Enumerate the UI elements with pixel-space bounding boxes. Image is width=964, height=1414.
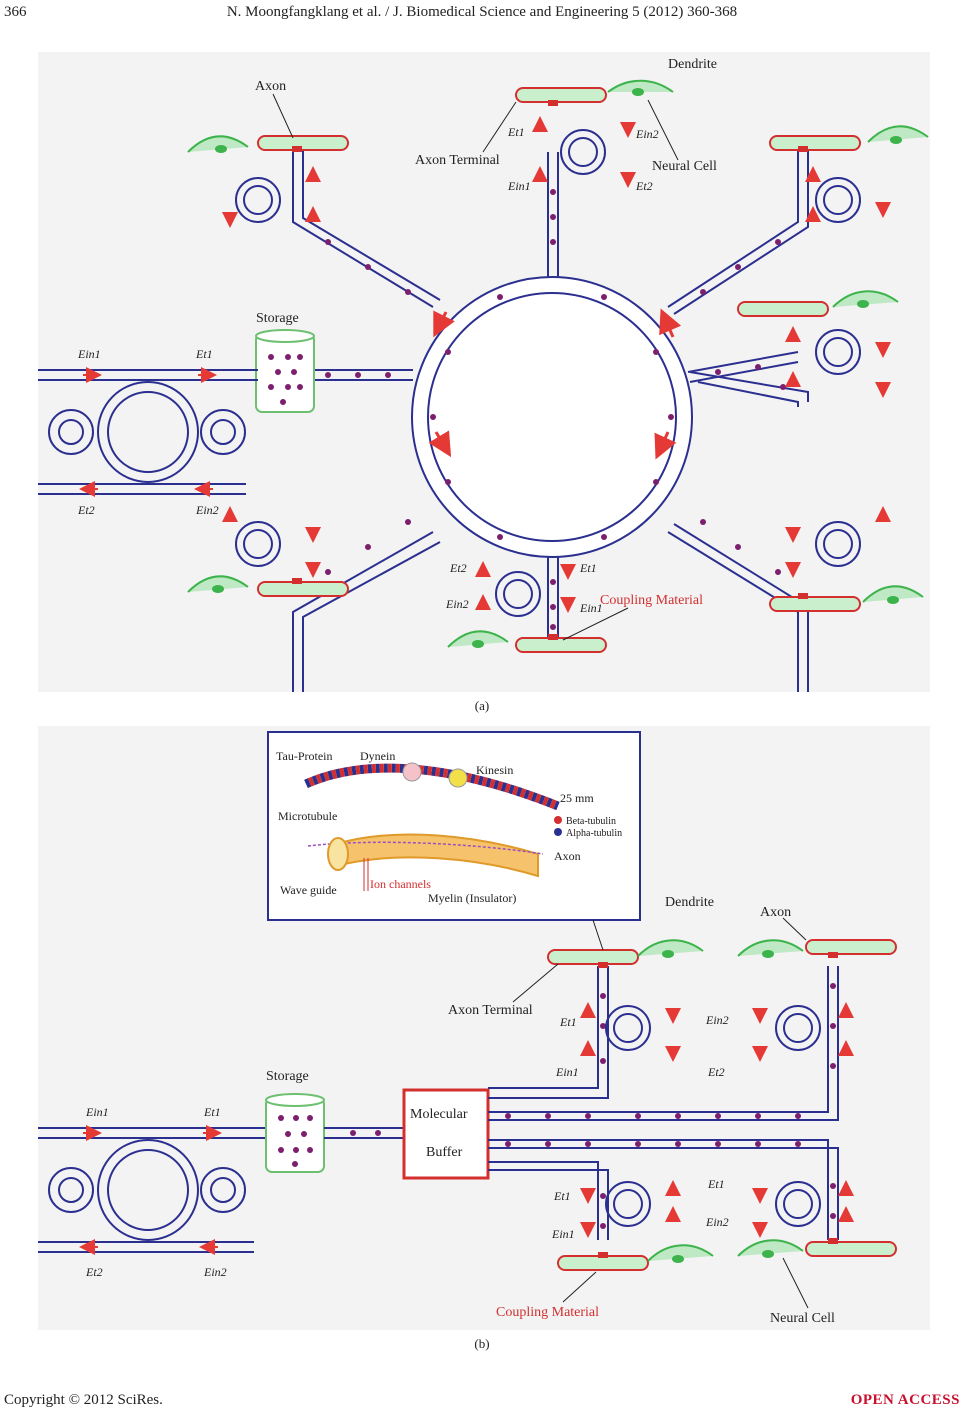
copyright-notice: Copyright © 2012 SciRes. (4, 1392, 163, 1408)
e-in1-sym-b-top: Ein1 (555, 1065, 579, 1079)
neuron-b-bottom-left (557, 1181, 714, 1271)
add-drop-filter-a (38, 369, 258, 495)
e-in1-sym-top: Ein1 (507, 179, 531, 193)
neuron-bottom-right (769, 521, 924, 612)
central-ring (411, 276, 693, 558)
e-t1-sym-b-bottom: Et1 (553, 1189, 571, 1203)
e-t1-label-b: Et1 (203, 1105, 221, 1119)
leader-lines-b (512, 917, 809, 1309)
axon-label-b: Axon (760, 905, 791, 920)
storage-label-b: Storage (266, 1069, 309, 1084)
running-title: N. Moongfangklang et al. / J. Biomedical… (226, 4, 738, 20)
dynein-label: Dynein (360, 749, 395, 763)
e-t1-label-a: Et1 (195, 347, 213, 361)
neuron-right (737, 290, 899, 375)
neuron-b-top-right (737, 939, 897, 1051)
axon-terminal-label-b: Axon Terminal (448, 1003, 533, 1018)
filter-arrows-b (79, 1125, 222, 1255)
e-in2-label-b: Ein2 (203, 1265, 227, 1279)
ion-channels-label: Ion channels (370, 877, 431, 891)
e-t2-sym-b-top: Et2 (707, 1065, 725, 1079)
neuron-top (515, 79, 674, 175)
figure-a-diagram: Storage Ein1 Et1 Et2 Ein2 (38, 57, 929, 692)
ring-flow-arrows (428, 308, 682, 460)
alpha-tubulin-label: Alpha-tubulin (566, 828, 622, 839)
molecular-label: Molecular (410, 1107, 468, 1122)
axon-inset-label: Axon (554, 849, 581, 863)
neuron-units-b (547, 939, 897, 1271)
scale-label: 25 mm (560, 791, 594, 805)
e-t2-label-a: Et2 (77, 503, 95, 517)
figure-a-caption: (a) (474, 698, 490, 713)
neuron-top-right (769, 125, 929, 223)
dendrite-label-b: Dendrite (665, 895, 714, 910)
e-t2-sym-bottom: Et2 (449, 561, 467, 575)
wave-guide-label: Wave guide (280, 883, 337, 897)
axon-label-a: Axon (255, 79, 286, 94)
e-t1-sym-bottom: Et1 (579, 561, 597, 575)
e-in2-label-a: Ein2 (195, 503, 219, 517)
neural-cell-label-b: Neural Cell (770, 1311, 835, 1326)
storage-a (255, 329, 315, 413)
figure-b: Tau-Protein Dynein Kinesin 25 mm Microtu… (38, 726, 930, 1330)
e-in1-sym-b-bottom: Ein1 (551, 1227, 575, 1241)
e-in1-sym-bottom: Ein1 (579, 601, 603, 615)
neuron-top-left (187, 135, 349, 223)
storage-b (265, 1093, 325, 1173)
beta-tubulin-label: Beta-tubulin (566, 816, 616, 827)
molecular-buffer-box (402, 1088, 490, 1180)
figure-b-caption: (b) (474, 1336, 490, 1351)
e-t1-sym-top: Et1 (507, 125, 525, 139)
e-in1-label-b: Ein1 (85, 1105, 109, 1119)
e-in1-label-a: Ein1 (77, 347, 101, 361)
link-particles (350, 1130, 381, 1136)
storage-buffer-link (324, 1127, 404, 1139)
dendrite-label-a: Dendrite (668, 57, 717, 72)
neuron-bottom-left (187, 521, 349, 597)
e-t2-label-b: Et2 (85, 1265, 103, 1279)
myelin-label: Myelin (Insulator) (428, 891, 516, 905)
axon-terminal-label-a: Axon Terminal (415, 153, 500, 168)
neuron-b-bottom-right (737, 1181, 897, 1258)
tau-protein-label: Tau-Protein (276, 749, 332, 763)
neuron-b-top-left (547, 939, 704, 1051)
microtubule-label: Microtubule (278, 809, 337, 823)
signal-arrows-b (580, 1002, 854, 1238)
e-t2-sym-top: Et2 (635, 179, 653, 193)
e-in2-sym-bottom: Ein2 (445, 597, 469, 611)
buffer-label: Buffer (426, 1145, 463, 1160)
bus-particles (505, 983, 836, 1229)
neuron-bottom (447, 571, 607, 653)
figure-a: Storage Ein1 Et1 Et2 Ein2 (38, 52, 930, 692)
microtubule-inset: Tau-Protein Dynein Kinesin 25 mm Microtu… (267, 731, 641, 921)
add-drop-filter-b (38, 1127, 266, 1253)
coupling-material-label-b: Coupling Material (496, 1305, 599, 1320)
e-in2-sym-b-top: Ein2 (705, 1013, 729, 1027)
open-access-badge: OPEN ACCESS (850, 1392, 960, 1408)
e-t1-sym-b-bottom-right: Et1 (707, 1177, 725, 1191)
neuron-units-a (187, 79, 929, 653)
figure-b-diagram: Tau-Protein Dynein Kinesin 25 mm Microtu… (38, 731, 897, 1326)
kinesin-label: Kinesin (476, 763, 513, 777)
coupling-material-label-a: Coupling Material (600, 593, 703, 608)
e-in2-sym-top: Ein2 (635, 127, 659, 141)
e-t1-sym-b-top: Et1 (559, 1015, 577, 1029)
filter-arrows-a (79, 367, 217, 497)
neural-cell-label-a: Neural Cell (652, 159, 717, 174)
signal-arrows-a (222, 116, 891, 613)
page-number: 366 (4, 4, 27, 20)
particles (325, 189, 786, 630)
e-in2-sym-b-bottom: Ein2 (705, 1215, 729, 1229)
storage-label-a: Storage (256, 311, 299, 326)
leader-lines-a (272, 93, 679, 641)
